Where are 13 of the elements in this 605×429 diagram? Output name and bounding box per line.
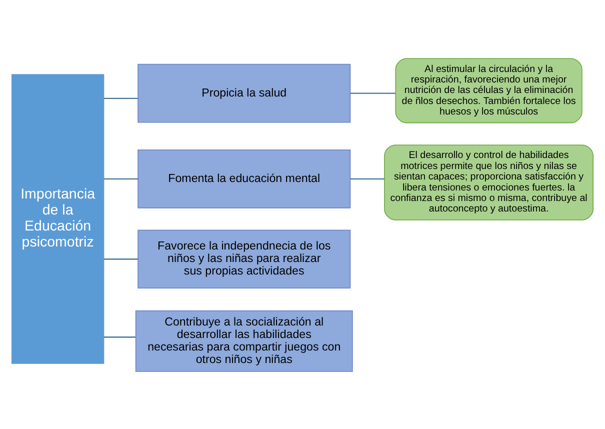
node-box: Al estimular la circulación y la respiración, favoreciendo una mejor nutrición de las células y la eliminación de ñlos desechos. También fortalece los huesos y los músculos — [395, 58, 582, 123]
connector — [350, 92, 396, 94]
node-box: Fomenta la educación mental — [138, 148, 351, 208]
node-box: Propicia la salud — [138, 63, 351, 122]
node-box: Importancia de la Educación psicomotriz — [11, 74, 104, 364]
connector — [104, 258, 138, 260]
connector — [104, 97, 138, 99]
connector — [104, 178, 138, 179]
node-box: El desarrollo y control de habilidades motrices permite que los niños y nilas se sientan capaces; proporciona satisfacción y libera tensiones o emociones fuertes. la confianza es si mismo o misma, contribuye al autoconcepto y autoestima. — [384, 144, 594, 220]
node-box: Contribuye a la socialización al desarrollar las habilidades necesarias para compartir juegos con otros niños y niñas — [135, 310, 353, 372]
node-box: Favorece la independnecia de los niños y las niñas para realizar sus propias actividades — [138, 229, 351, 288]
connector — [350, 178, 384, 179]
connector — [104, 336, 136, 338]
